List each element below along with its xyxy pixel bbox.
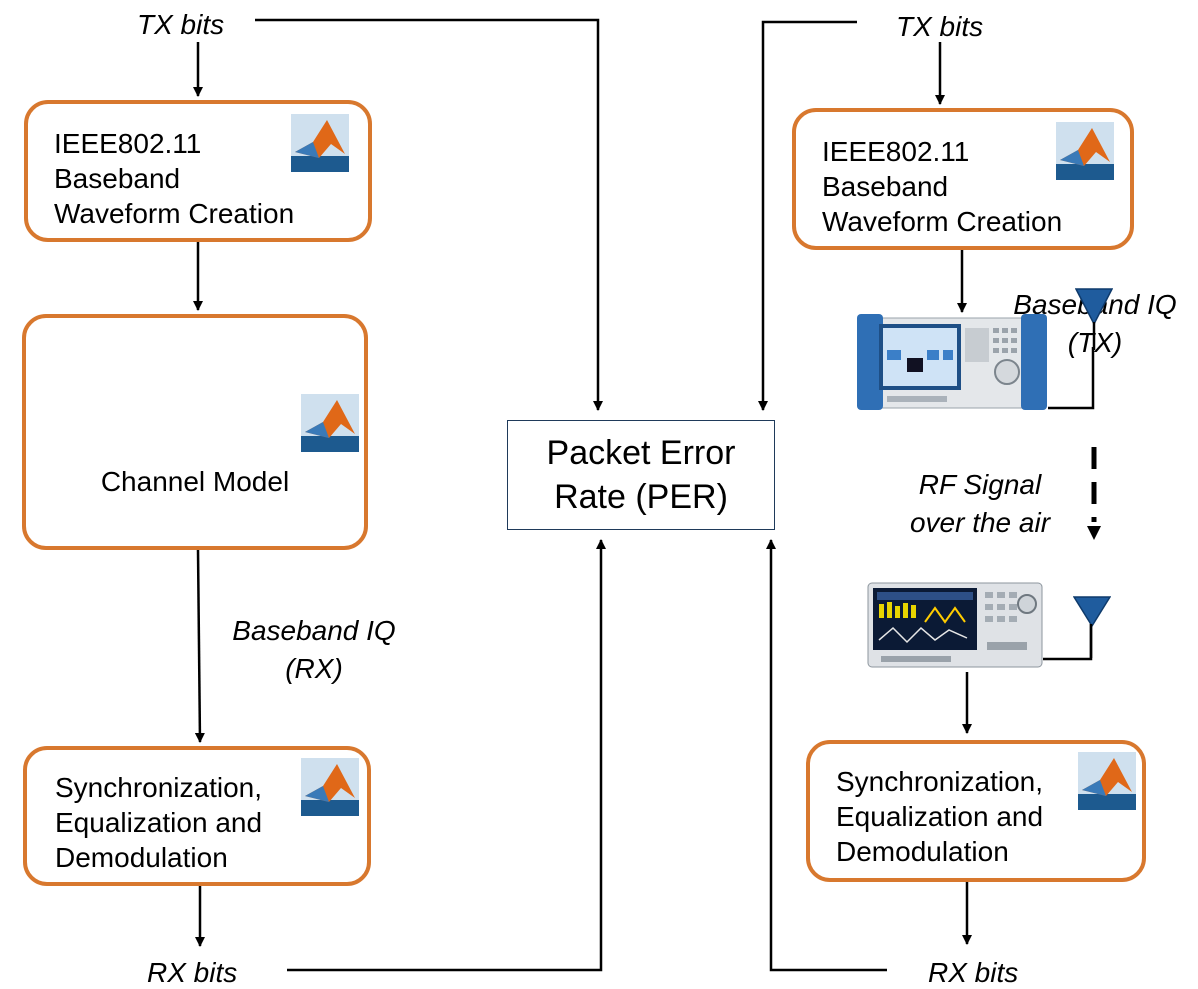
antenna-icon: [1075, 288, 1113, 350]
line-left-rx-to-per: [287, 539, 606, 972]
rf-signal-label: RF Signal over the air: [890, 466, 1070, 542]
channel-model-label: Channel Model: [100, 466, 290, 497]
label-line: (RX): [285, 653, 343, 684]
matlab-logo-icon: [1056, 122, 1114, 180]
left-tx-bits-label: TX bits: [137, 9, 225, 40]
per-block: Packet Error Rate (PER): [507, 420, 775, 530]
line-right-rx-to-per: [766, 539, 887, 972]
block-line: Baseband: [822, 171, 949, 202]
arrow-left-channel-to-sync: [194, 549, 205, 743]
matlab-logo-icon: [291, 114, 349, 172]
label-line: over the air: [909, 507, 1051, 538]
block-line: Waveform Creation: [54, 198, 295, 229]
label-line: RF Signal: [918, 469, 1042, 500]
label-line: Baseband IQ: [232, 615, 396, 646]
matlab-logo-icon: [301, 758, 359, 816]
line-left-tx-to-per: [255, 18, 603, 411]
per-line: Rate (PER): [554, 478, 728, 516]
line-right-tx-to-per: [758, 20, 857, 411]
right-tx-bits-label: TX bits: [896, 11, 984, 42]
block-line: Synchronization,: [836, 766, 1044, 797]
block-line: Demodulation: [55, 842, 228, 873]
block-line: IEEE802.11: [54, 128, 202, 159]
antenna-icon: [1073, 596, 1111, 658]
per-line: Packet Error: [546, 434, 736, 472]
block-line: IEEE802.11: [822, 136, 970, 167]
spectrum-analyzer-icon: [867, 582, 1043, 668]
baseband-iq-rx-label: Baseband IQ (RX): [214, 612, 414, 688]
block-line: Equalization and: [836, 801, 1044, 832]
matlab-logo-icon: [1078, 752, 1136, 810]
block-line: Demodulation: [836, 836, 1009, 867]
block-line: Equalization and: [55, 807, 263, 838]
block-line: Synchronization,: [55, 772, 263, 803]
right-sync-block: Synchronization, Equalization and Demodu…: [806, 740, 1146, 882]
block-line: Waveform Creation: [822, 206, 1063, 237]
right-rx-bits-label: RX bits: [928, 957, 1019, 988]
block-line: Baseband: [54, 163, 181, 194]
matlab-logo-icon: [301, 394, 359, 452]
left-rx-bits-label: RX bits: [147, 957, 238, 988]
antenna-feed-tx: [1048, 347, 1095, 410]
signal-generator-icon: [857, 314, 1047, 410]
arrow-rf-over-air-head: [1087, 526, 1101, 540]
